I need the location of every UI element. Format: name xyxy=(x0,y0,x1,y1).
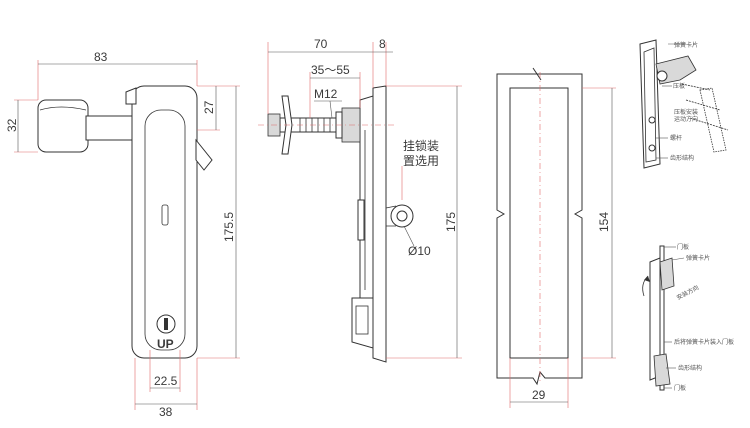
padlock-note-line1: 挂锁装 xyxy=(403,138,439,153)
plate-body xyxy=(359,95,374,301)
db-spring-clip: 弹簧卡片 xyxy=(686,254,710,262)
dim-22-5: 22.5 xyxy=(154,374,178,388)
padlock-note-line2: 置选用 xyxy=(403,154,439,168)
db-door2: 门板 xyxy=(674,384,686,392)
up-label: UP xyxy=(157,337,174,351)
lock-cylinder-key xyxy=(164,318,168,330)
detail-top-gear xyxy=(656,70,668,82)
dt-gear: 齿形结构 xyxy=(670,154,694,162)
dim-dia10: Ø10 xyxy=(408,244,431,258)
handle-knob-shading xyxy=(39,106,87,111)
dt-install-1: 压板安装 xyxy=(674,108,698,116)
dim-154: 154 xyxy=(597,212,611,232)
dim-175: 175 xyxy=(444,212,458,232)
detail-bottom: 门板 弹簧卡片 安装方向 后将弹簧卡片装入门板 齿形结构 门板 xyxy=(642,243,734,392)
dt-install-2: 运动方向 xyxy=(674,115,698,123)
detail-bottom-clip xyxy=(659,257,675,291)
plate-lower xyxy=(351,297,374,349)
dt-spring-clip: 弹簧卡片 xyxy=(674,41,698,49)
db-gear: 齿形结构 xyxy=(678,364,702,372)
dim-35-55: 35～55 xyxy=(311,63,350,77)
keyhole-slot xyxy=(161,204,169,226)
handle-knob xyxy=(37,99,89,153)
cutout-view: 154 29 xyxy=(496,67,616,408)
dim-175-5: 175.5 xyxy=(222,212,236,242)
db-door: 门板 xyxy=(677,243,689,251)
front-view: UP 83 32 27 175.5 22.5 38 xyxy=(5,50,240,419)
dim-m12: M12 xyxy=(314,87,338,101)
pivot-lug xyxy=(125,87,137,105)
dt-screw: 螺杆 xyxy=(670,134,682,142)
mounting-plate xyxy=(372,85,387,363)
lock-body-inner xyxy=(144,109,186,351)
db-insert: 后将弹簧卡片装入门板 xyxy=(674,338,734,346)
dim-27: 27 xyxy=(202,100,216,114)
detail-top: 弹簧卡片 压板 压板安装 运动方向 螺杆 齿形结构 xyxy=(639,39,729,169)
db-direction: 安装方向 xyxy=(675,283,700,301)
detail-bottom-lower xyxy=(653,353,671,387)
dim-70: 70 xyxy=(314,37,328,51)
dim-38: 38 xyxy=(159,405,173,419)
dim-29: 29 xyxy=(532,388,546,402)
padlock-hole xyxy=(396,210,408,222)
dim-32: 32 xyxy=(5,118,19,132)
plate-lower-slot xyxy=(355,305,369,335)
side-slot xyxy=(357,199,365,241)
side-view: 70 8 35～55 M12 挂锁装 置选用 Ø10 175 xyxy=(258,37,462,363)
detail-top-body xyxy=(639,39,661,169)
handle-arm xyxy=(85,115,137,141)
cutout-hole xyxy=(509,87,569,359)
side-latch xyxy=(195,138,213,171)
lock-body xyxy=(131,85,198,359)
dim-8: 8 xyxy=(379,37,386,51)
dim-83: 83 xyxy=(94,50,108,64)
dt-pressure-plate: 压板 xyxy=(673,82,685,90)
detail-top-rack xyxy=(699,87,727,153)
